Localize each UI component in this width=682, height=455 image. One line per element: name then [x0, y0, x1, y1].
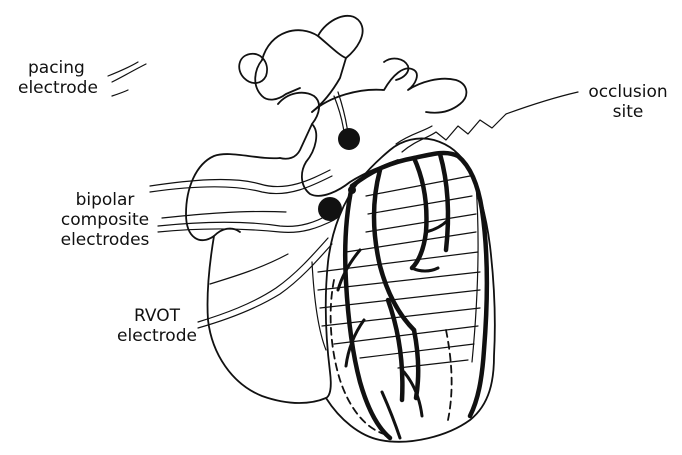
bipolar-composite-electrodes-label: bipolar composite electrodes	[50, 190, 160, 250]
bipolar-label-line-2: composite	[50, 210, 160, 230]
occlusion-site-label: occlusion site	[578, 82, 678, 122]
diagonal-branch-1	[412, 158, 427, 268]
pacing-electrode-label-line-2: electrode	[18, 78, 98, 98]
pulmonary-trunk	[312, 68, 466, 112]
small-junction-dot	[348, 186, 356, 194]
dashed-boundary-right	[446, 330, 452, 420]
rvot-electrode-label: RVOT electrode	[112, 306, 202, 346]
lad-artery	[345, 186, 390, 438]
rvot-label-line-2: electrode	[112, 326, 202, 346]
dashed-boundary	[331, 280, 384, 434]
left-branch-vessel	[239, 54, 267, 83]
circumflex-artery	[458, 156, 487, 416]
pacing-electrode-label: pacing electrode	[18, 58, 98, 98]
diagonal-branch-2	[374, 170, 414, 330]
bipolar-electrode-dot	[318, 197, 342, 221]
coronary-twigs	[338, 220, 448, 438]
aortic-branch-top	[318, 36, 346, 58]
right-atrium-outline	[186, 154, 326, 403]
aortic-arch-vessel	[262, 16, 363, 112]
rvot-label-line-1: RVOT	[112, 306, 202, 326]
pacing-electrode-tail	[112, 90, 128, 96]
bipolar-label-line-1: bipolar	[50, 190, 160, 210]
occlusion-site-label-line-2: site	[578, 102, 678, 122]
pacing-electrode-label-line-1: pacing	[18, 58, 98, 78]
diagonal-branch-3	[440, 154, 448, 250]
occlusion-site-label-line-1: occlusion	[578, 82, 678, 102]
occlusion-site-lead	[402, 92, 578, 152]
bipolar-electrode-leads	[150, 170, 334, 232]
rvot-electrode-lead	[198, 238, 328, 322]
occlusion-electrode-dot	[338, 128, 360, 150]
bipolar-label-line-3: electrodes	[50, 230, 160, 250]
